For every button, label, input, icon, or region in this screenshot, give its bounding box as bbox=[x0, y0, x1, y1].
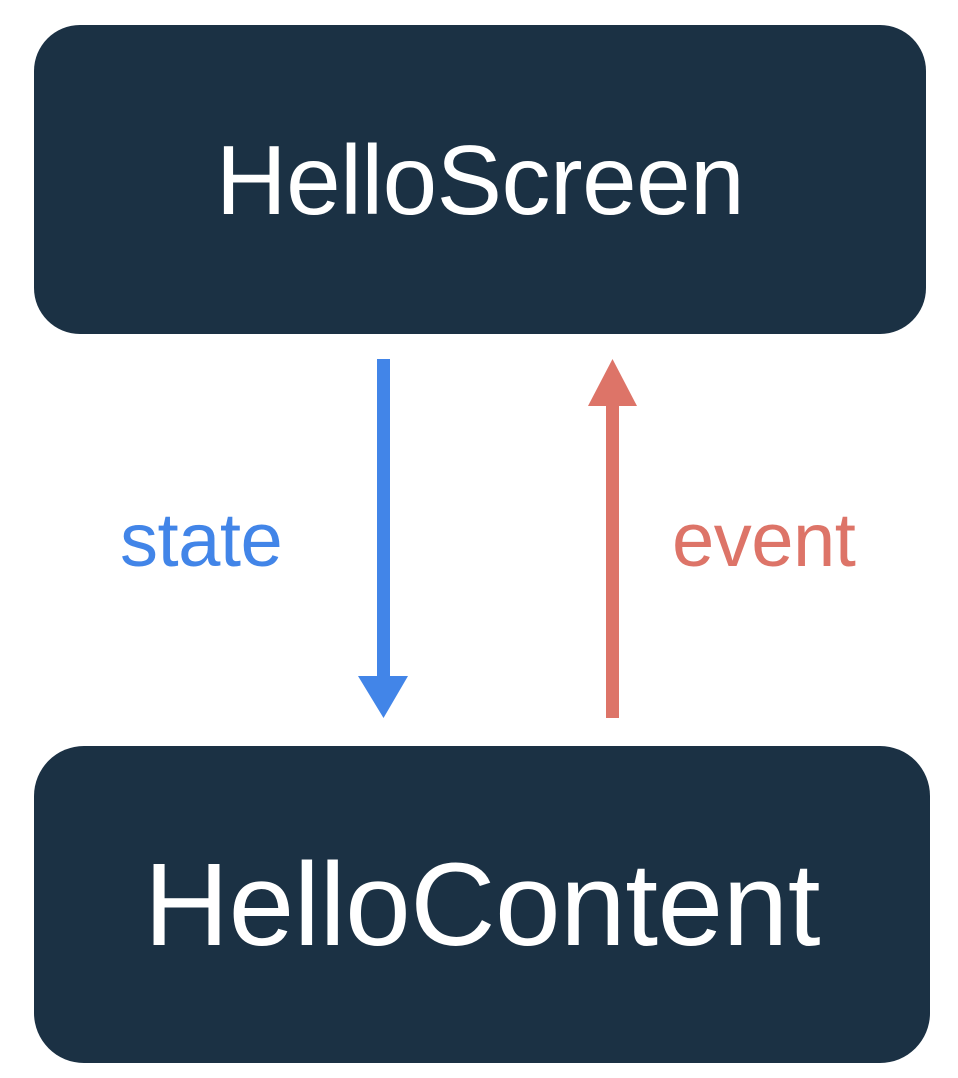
event-arrow bbox=[588, 359, 637, 718]
edge-label-state: state bbox=[120, 498, 283, 583]
state-arrow-shaft bbox=[377, 359, 390, 678]
event-arrow-head bbox=[588, 359, 637, 406]
edge-label-event: event bbox=[672, 498, 856, 583]
state-arrow bbox=[358, 359, 408, 718]
event-arrow-shaft bbox=[606, 404, 619, 718]
node-hello-content-label: HelloContent bbox=[143, 838, 821, 971]
state-arrow-head bbox=[358, 676, 408, 718]
node-hello-screen[interactable]: HelloScreen bbox=[34, 25, 926, 334]
node-hello-screen-label: HelloScreen bbox=[215, 124, 745, 235]
node-hello-content[interactable]: HelloContent bbox=[34, 746, 930, 1063]
